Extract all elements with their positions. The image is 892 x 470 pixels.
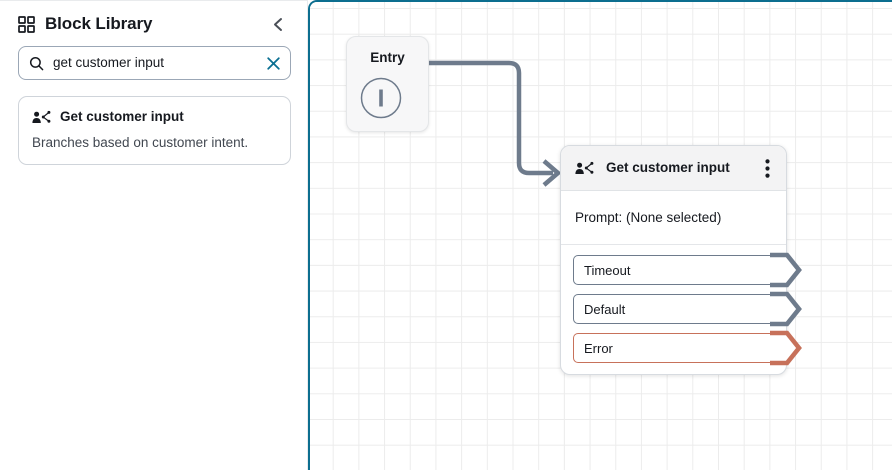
node-prompt-value: Prompt: (None selected) [561, 191, 786, 245]
branch-label-error: Error [573, 333, 775, 363]
list-item[interactable]: Get customer input Branches based on cus… [18, 96, 291, 165]
branch-row-error[interactable]: Error [573, 330, 802, 366]
block-card-title-row: Get customer input [32, 108, 277, 126]
panel-top-divider [0, 0, 308, 1]
entry-node[interactable]: Entry [346, 36, 429, 132]
get-customer-input-node[interactable]: Get customer input Prompt: (None selecte… [560, 145, 802, 375]
branch-connector-timeout[interactable] [769, 251, 811, 289]
page-title: Block Library [45, 14, 153, 33]
branch-row-timeout[interactable]: Timeout [573, 252, 802, 288]
block-library-panel: Block Library get customer input [0, 0, 308, 470]
person-branch-icon [575, 161, 594, 176]
entry-node-label: Entry [370, 50, 405, 65]
canvas-content: Entry [310, 2, 892, 470]
block-library-header: Block Library [0, 0, 307, 34]
search-input[interactable]: get customer input [18, 46, 291, 80]
branch-label-timeout: Timeout [573, 255, 775, 285]
branch-connector-default[interactable] [769, 290, 811, 328]
search-input-value: get customer input [53, 55, 165, 70]
node-branches: Timeout Default Error [561, 245, 802, 366]
branch-label-default: Default [573, 294, 775, 324]
kebab-menu-icon[interactable] [759, 158, 775, 178]
node-title: Get customer input [606, 160, 730, 175]
search-icon [29, 56, 44, 71]
chevron-left-icon[interactable] [267, 13, 289, 35]
close-icon[interactable] [266, 56, 281, 71]
block-card-title: Get customer input [60, 109, 184, 124]
node-header: Get customer input [561, 146, 786, 191]
branch-row-default[interactable]: Default [573, 291, 802, 327]
block-card-description: Branches based on customer intent. [32, 135, 249, 150]
branch-connector-error[interactable] [769, 329, 811, 367]
flow-canvas[interactable]: Entry [308, 0, 892, 470]
person-branch-icon [32, 110, 51, 125]
grid-icon [18, 15, 35, 33]
entry-port-icon[interactable] [360, 77, 402, 119]
